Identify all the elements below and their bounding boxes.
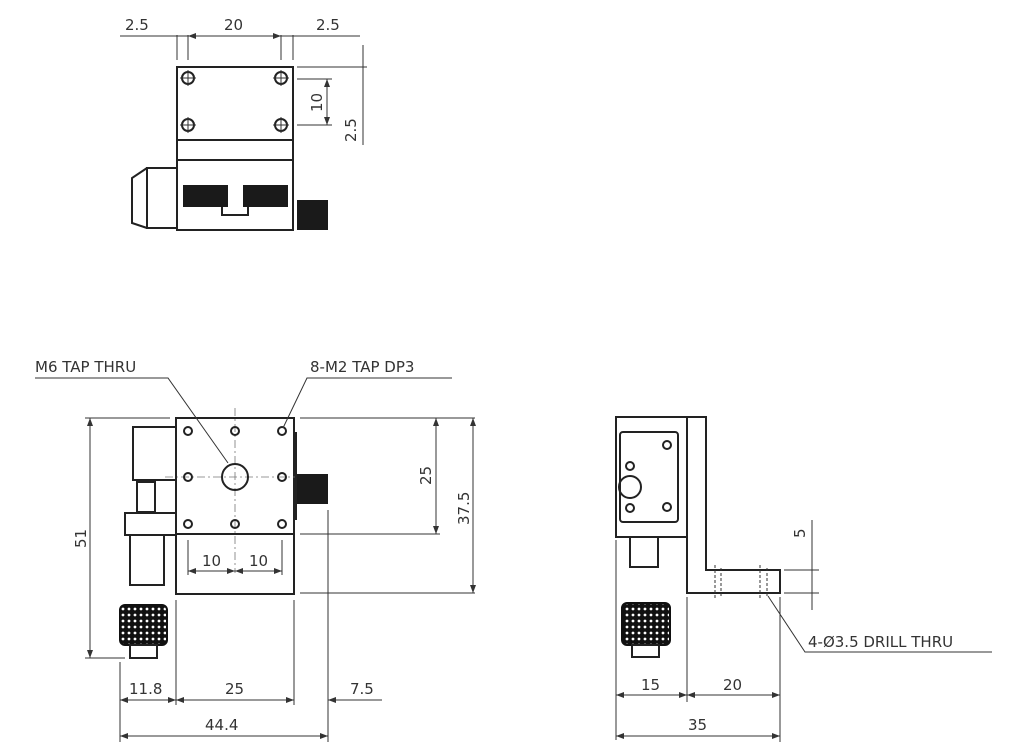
micrometer [119,426,177,659]
dim-width-total: 44.4 [205,716,238,734]
callout-drill: 4-Ø3.5 DRILL THRU [808,633,953,651]
dim-width: 25 [225,680,244,698]
dim-knob-offset: 7.5 [350,680,374,698]
center-hole [221,463,249,491]
dim-bracket-length: 20 [723,676,742,694]
mount-holes [180,70,289,133]
side-view: 4-Ø3.5 DRILL THRU 5 15 20 35 [615,416,992,742]
dim-hole-span: 25 [417,466,435,485]
stage-body [176,66,294,231]
dim-micrometer-offset: 11.8 [129,680,162,698]
dim-height-body: 37.5 [455,492,473,525]
dim-top-edge: 2.5 [342,118,360,142]
dim-top-pitch: 10 [308,93,326,112]
dim-top-center: 20 [224,16,243,34]
micrometer-knob-side [131,167,177,229]
lock-knob [297,200,328,230]
micrometer-knob [621,602,671,646]
dim-pitch-left: 10 [202,552,221,570]
top-view: 2.5 20 2.5 10 2.5 [120,16,367,231]
dim-base-thickness: 5 [791,528,809,538]
m2-holes [183,426,287,529]
dim-height-total: 51 [72,529,90,548]
stage-body [175,417,295,595]
dim-pitch-right: 10 [249,552,268,570]
lock-knob [297,474,328,504]
l-bracket [686,416,781,594]
front-view: M6 TAP THRU 8-M2 TAP DP3 51 25 37.5 10 1… [35,358,476,742]
dim-depth-total: 35 [688,716,707,734]
callout-m6-tap: M6 TAP THRU [35,358,136,376]
dim-top-right: 2.5 [316,16,340,34]
dim-top-left: 2.5 [125,16,149,34]
callout-m2-tap: 8-M2 TAP DP3 [310,358,414,376]
dim-stage-depth: 15 [641,676,660,694]
